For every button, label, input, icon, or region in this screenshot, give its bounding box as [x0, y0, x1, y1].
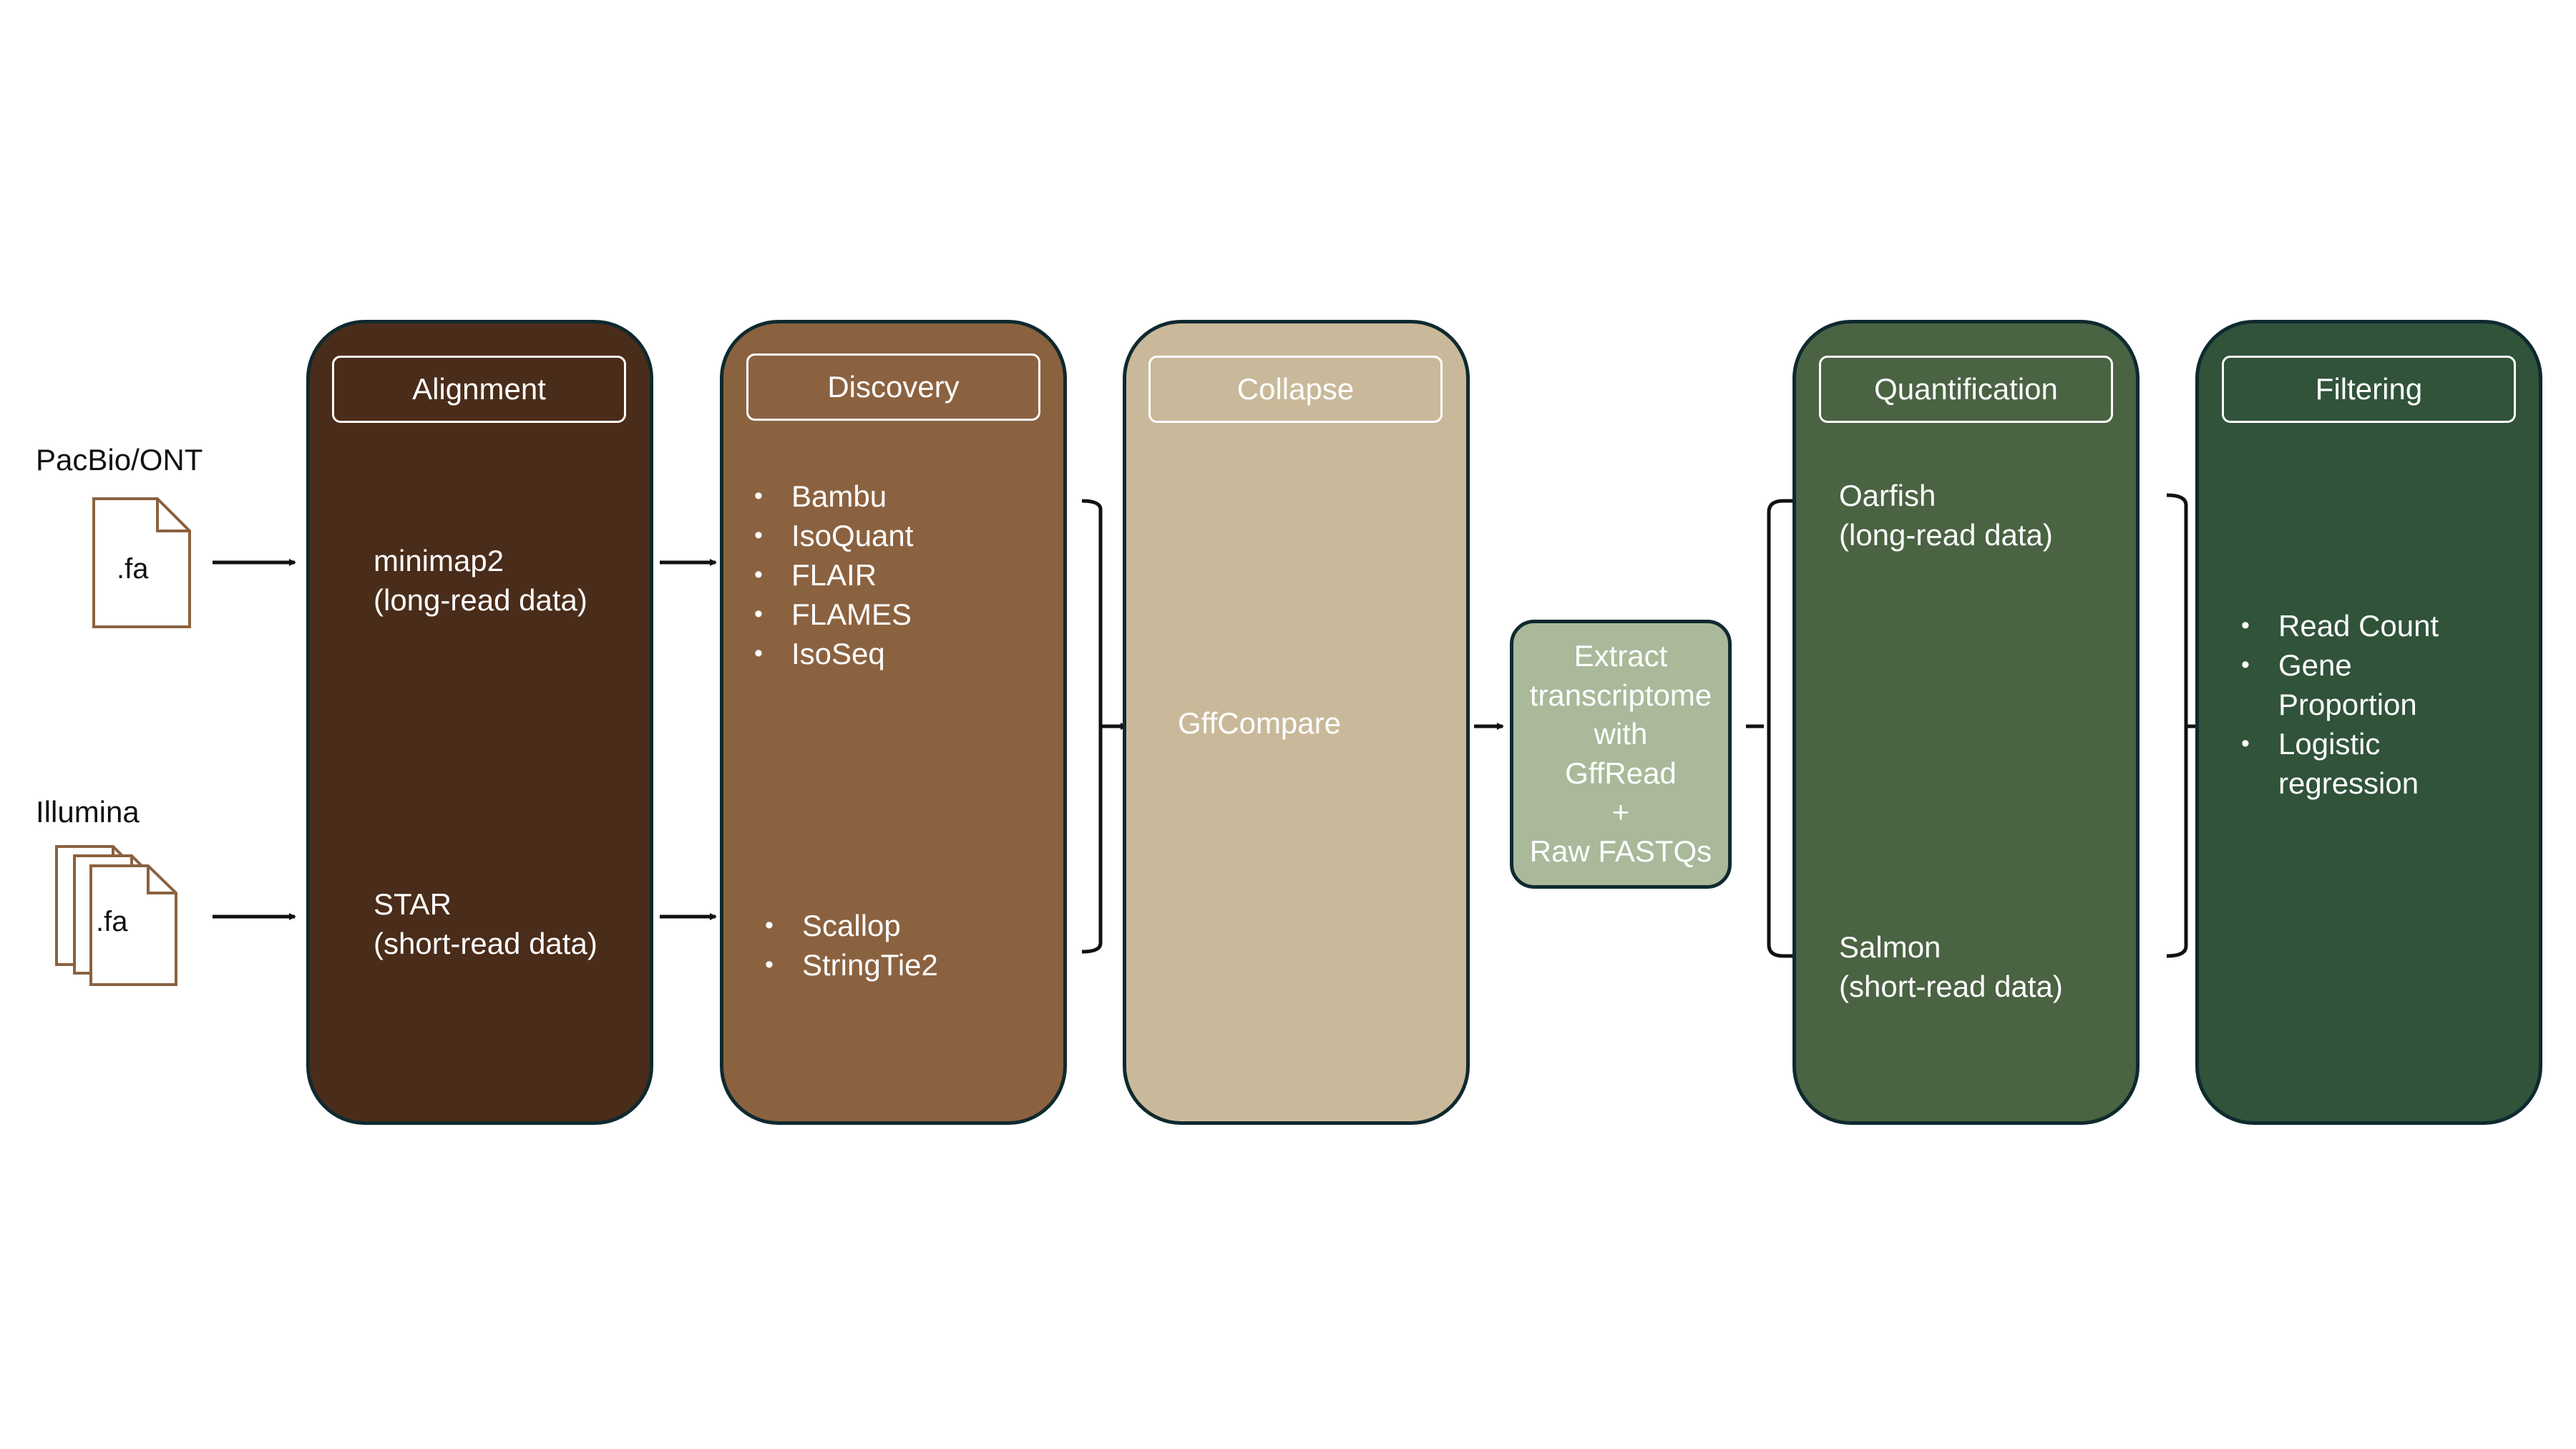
quantification-title: Quantification: [1819, 356, 2113, 423]
quantification-long-desc: (long-read data): [1839, 518, 2053, 552]
alignment-long-tool: minimap2: [374, 544, 504, 577]
quantification-short-tool: Salmon: [1839, 930, 1941, 964]
extract-line: +: [1611, 795, 1630, 829]
quantification-panel: [1792, 320, 2140, 1125]
alignment-long-desc: (long-read data): [374, 583, 587, 617]
extract-box: [1510, 620, 1732, 889]
list-item: Scallop: [765, 906, 938, 945]
collapse-title: Collapse: [1148, 356, 1443, 423]
pacbio-label: PacBio/ONT: [36, 443, 203, 477]
quantification-short-desc: (short-read data): [1839, 970, 2063, 1003]
quantification-long-tool: Oarfish: [1839, 479, 1936, 512]
filtering-criteria: Read Count Gene Proportion Logistic regr…: [2241, 606, 2439, 803]
discovery-panel: [720, 320, 1067, 1125]
alignment-title: Alignment: [332, 356, 626, 423]
alignment-short-desc: (short-read data): [374, 927, 597, 960]
list-item: FLAMES: [754, 595, 913, 634]
extract-text: Extract transcriptome with GffRead + Raw…: [1510, 637, 1732, 871]
filtering-title: Filtering: [2222, 356, 2516, 423]
quant-bracket: [2166, 493, 2188, 958]
extract-line: transcriptome: [1529, 678, 1712, 712]
list-item: IsoQuant: [754, 516, 913, 555]
extract-line: Extract: [1574, 639, 1668, 673]
alignment-short-tool: STAR: [374, 887, 452, 921]
extract-line: with: [1594, 717, 1648, 751]
list-item: Gene Proportion: [2241, 645, 2439, 724]
illumina-files-icon: [55, 845, 177, 986]
collapse-tool: GffCompare: [1178, 706, 1341, 740]
collapse-panel: [1123, 320, 1470, 1125]
discovery-short-tools: Scallop StringTie2: [765, 906, 938, 985]
illumina-label: Illumina: [36, 795, 140, 829]
discovery-bracket: [1081, 499, 1103, 954]
list-item: Read Count: [2241, 606, 2439, 645]
list-item: IsoSeq: [754, 634, 913, 673]
alignment-panel: [306, 320, 653, 1125]
quant-split-bracket: [1767, 499, 1784, 958]
pacbio-file-ext: .fa: [117, 553, 149, 585]
extract-line: Raw FASTQs: [1529, 834, 1712, 868]
list-item: Bambu: [754, 477, 913, 516]
discovery-long-tools: Bambu IsoQuant FLAIR FLAMES IsoSeq: [754, 477, 913, 673]
discovery-title: Discovery: [746, 353, 1040, 421]
pacbio-file-icon: [92, 497, 191, 628]
extract-line: GffRead: [1565, 756, 1677, 790]
list-item: StringTie2: [765, 945, 938, 985]
list-item: Logistic regression: [2241, 724, 2439, 803]
illumina-file-ext: .fa: [96, 906, 128, 937]
list-item: FLAIR: [754, 555, 913, 595]
